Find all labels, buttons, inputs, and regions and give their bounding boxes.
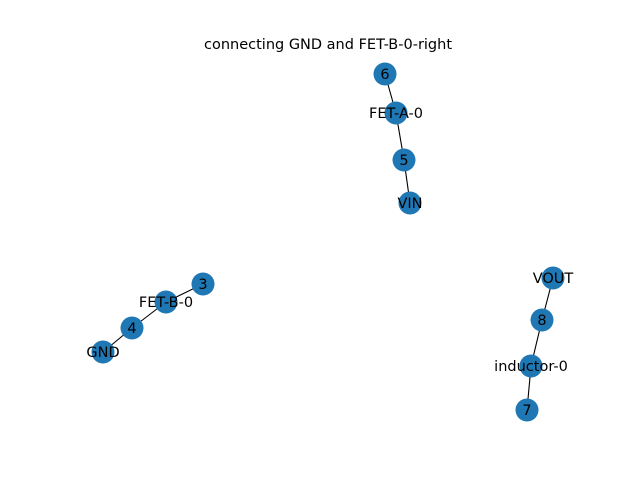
node-label: 4 <box>127 321 136 337</box>
node-5: 5 <box>392 148 416 172</box>
node-label: inductor-0 <box>494 359 568 375</box>
node-circle <box>392 148 416 172</box>
node-GND: GND <box>86 340 120 364</box>
node-label: 6 <box>380 67 389 83</box>
node-circle <box>191 272 215 296</box>
node-FET-B-0: FET-B-0 <box>139 290 193 314</box>
node-circle <box>91 340 115 364</box>
edges-layer <box>102 73 554 411</box>
node-circle <box>530 308 554 332</box>
node-label: FET-B-0 <box>139 295 193 311</box>
node-circle <box>519 354 543 378</box>
node-label: 3 <box>198 277 207 293</box>
node-inductor-0: inductor-0 <box>494 354 568 378</box>
node-6: 6 <box>373 62 397 86</box>
node-label: VIN <box>397 196 422 212</box>
node-VOUT: VOUT <box>533 266 574 290</box>
node-circle <box>120 316 144 340</box>
node-8: 8 <box>530 308 554 332</box>
node-label: VOUT <box>533 271 574 287</box>
node-circle <box>154 290 178 314</box>
node-circle <box>373 62 397 86</box>
node-VIN: VIN <box>397 191 423 215</box>
node-label: 5 <box>399 153 408 169</box>
node-label: 7 <box>522 403 531 419</box>
node-3: 3 <box>191 272 215 296</box>
node-4: 4 <box>120 316 144 340</box>
node-label: FET-A-0 <box>369 106 423 122</box>
node-label: GND <box>86 345 119 361</box>
node-7: 7 <box>515 398 539 422</box>
node-FET-A-0: FET-A-0 <box>369 101 423 125</box>
node-circle <box>398 191 422 215</box>
node-circle <box>541 266 565 290</box>
node-circle <box>515 398 539 422</box>
node-label: 8 <box>537 313 546 329</box>
node-circle <box>384 101 408 125</box>
graph-title: connecting GND and FET-B-0-right <box>204 37 452 53</box>
